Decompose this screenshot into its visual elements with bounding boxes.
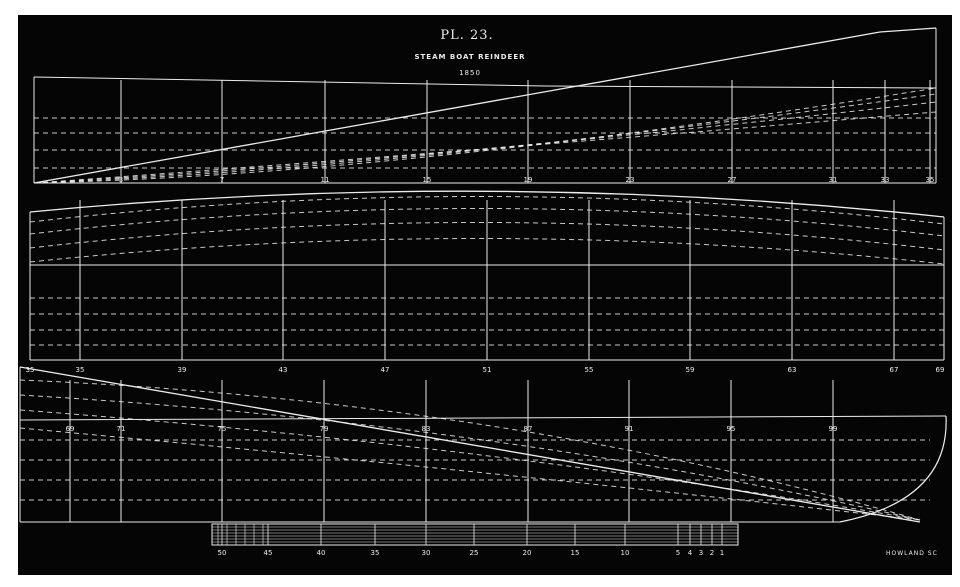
scale-label: 35 [371,549,380,557]
bottom-diagonal-curve [19,427,921,521]
scale-label: 20 [523,549,532,557]
top-sheer-line-end [879,27,937,33]
top-deck-line-aft [544,85,937,89]
bottom-diagonal-curve [19,409,921,521]
scale-label: 40 [317,549,326,557]
scale-frame [211,523,739,546]
panel-top: 3 7 11 15 19 23 27 31 33 35 [33,27,937,184]
scale-label: 5 [676,549,680,557]
top-sheer-line [33,31,881,184]
middle-frame-label: 69 [936,366,945,374]
bottom-frame-label: 71 [117,425,126,433]
top-frame-label: 33 [881,176,890,184]
top-diagonal-curve [33,93,937,184]
bottom-frame-label: 91 [625,425,634,433]
top-frame-label: 15 [423,176,432,184]
plate-background [18,15,952,575]
bottom-stern-curve [839,415,947,523]
bottom-diagonal-curve [19,394,921,521]
bottom-frame-label: 83 [422,425,431,433]
middle-frame-label: 67 [890,366,899,374]
top-deck-line [33,76,546,87]
bottom-frame-label: 75 [218,425,227,433]
plate-year: 1850 [459,69,481,77]
top-frame-label: 11 [321,176,330,184]
scale-label: 25 [470,549,479,557]
bottom-frame-label: 99 [829,425,838,433]
middle-frame-label: 51 [483,366,492,374]
middle-frame-label: 59 [686,366,695,374]
top-frame-label: 35 [926,176,935,184]
top-frame-label: 31 [829,176,838,184]
scale-label: 15 [571,549,580,557]
top-diagonal-curve [33,111,937,184]
middle-frame-label: 39 [178,366,187,374]
scale-label: 10 [621,549,630,557]
scale-label: 45 [264,549,273,557]
middle-frame-label: 47 [381,366,390,374]
panel-middle: 35 35 39 43 47 51 55 59 63 67 69 [26,190,945,374]
top-frame-label: 19 [524,176,533,184]
scale-label: 2 [710,549,714,557]
scale-label: 3 [699,549,703,557]
top-frame-label: 27 [728,176,737,184]
middle-frame-label: 63 [788,366,797,374]
top-frame-label: 7 [220,176,224,184]
plate-header: PL. 23. STEAM BOAT REINDEER 1850 [414,28,525,77]
bottom-frame-label: 69 [66,425,75,433]
scale-label: 50 [218,549,227,557]
engraver-credit: HOWLAND SC [886,550,938,557]
plate-subtitle: STEAM BOAT REINDEER [414,53,525,61]
middle-frame-label: 43 [279,366,288,374]
bottom-diagonal-curve [19,379,921,521]
bottom-frame-label: 79 [320,425,329,433]
middle-frame-label: 35 [26,366,35,374]
scale-label: 1 [720,549,724,557]
middle-frame-label: 55 [585,366,594,374]
plate-title: PL. 23. [440,28,493,43]
top-diagonal-curve [33,87,937,184]
middle-frame-label: 35 [76,366,85,374]
top-frame-label: 3 [119,176,123,184]
bottom-frame-label: 87 [524,425,533,433]
top-frame-label: 23 [626,176,635,184]
middle-sheer-curve [29,190,945,218]
bottom-sheer-line [19,366,921,523]
bottom-deck-line [19,415,947,421]
scale-label: 4 [688,549,693,557]
scale-label: 30 [422,549,431,557]
bottom-frame-label: 95 [727,425,736,433]
panel-bottom: 69 71 75 79 83 87 91 95 99 [19,366,947,523]
